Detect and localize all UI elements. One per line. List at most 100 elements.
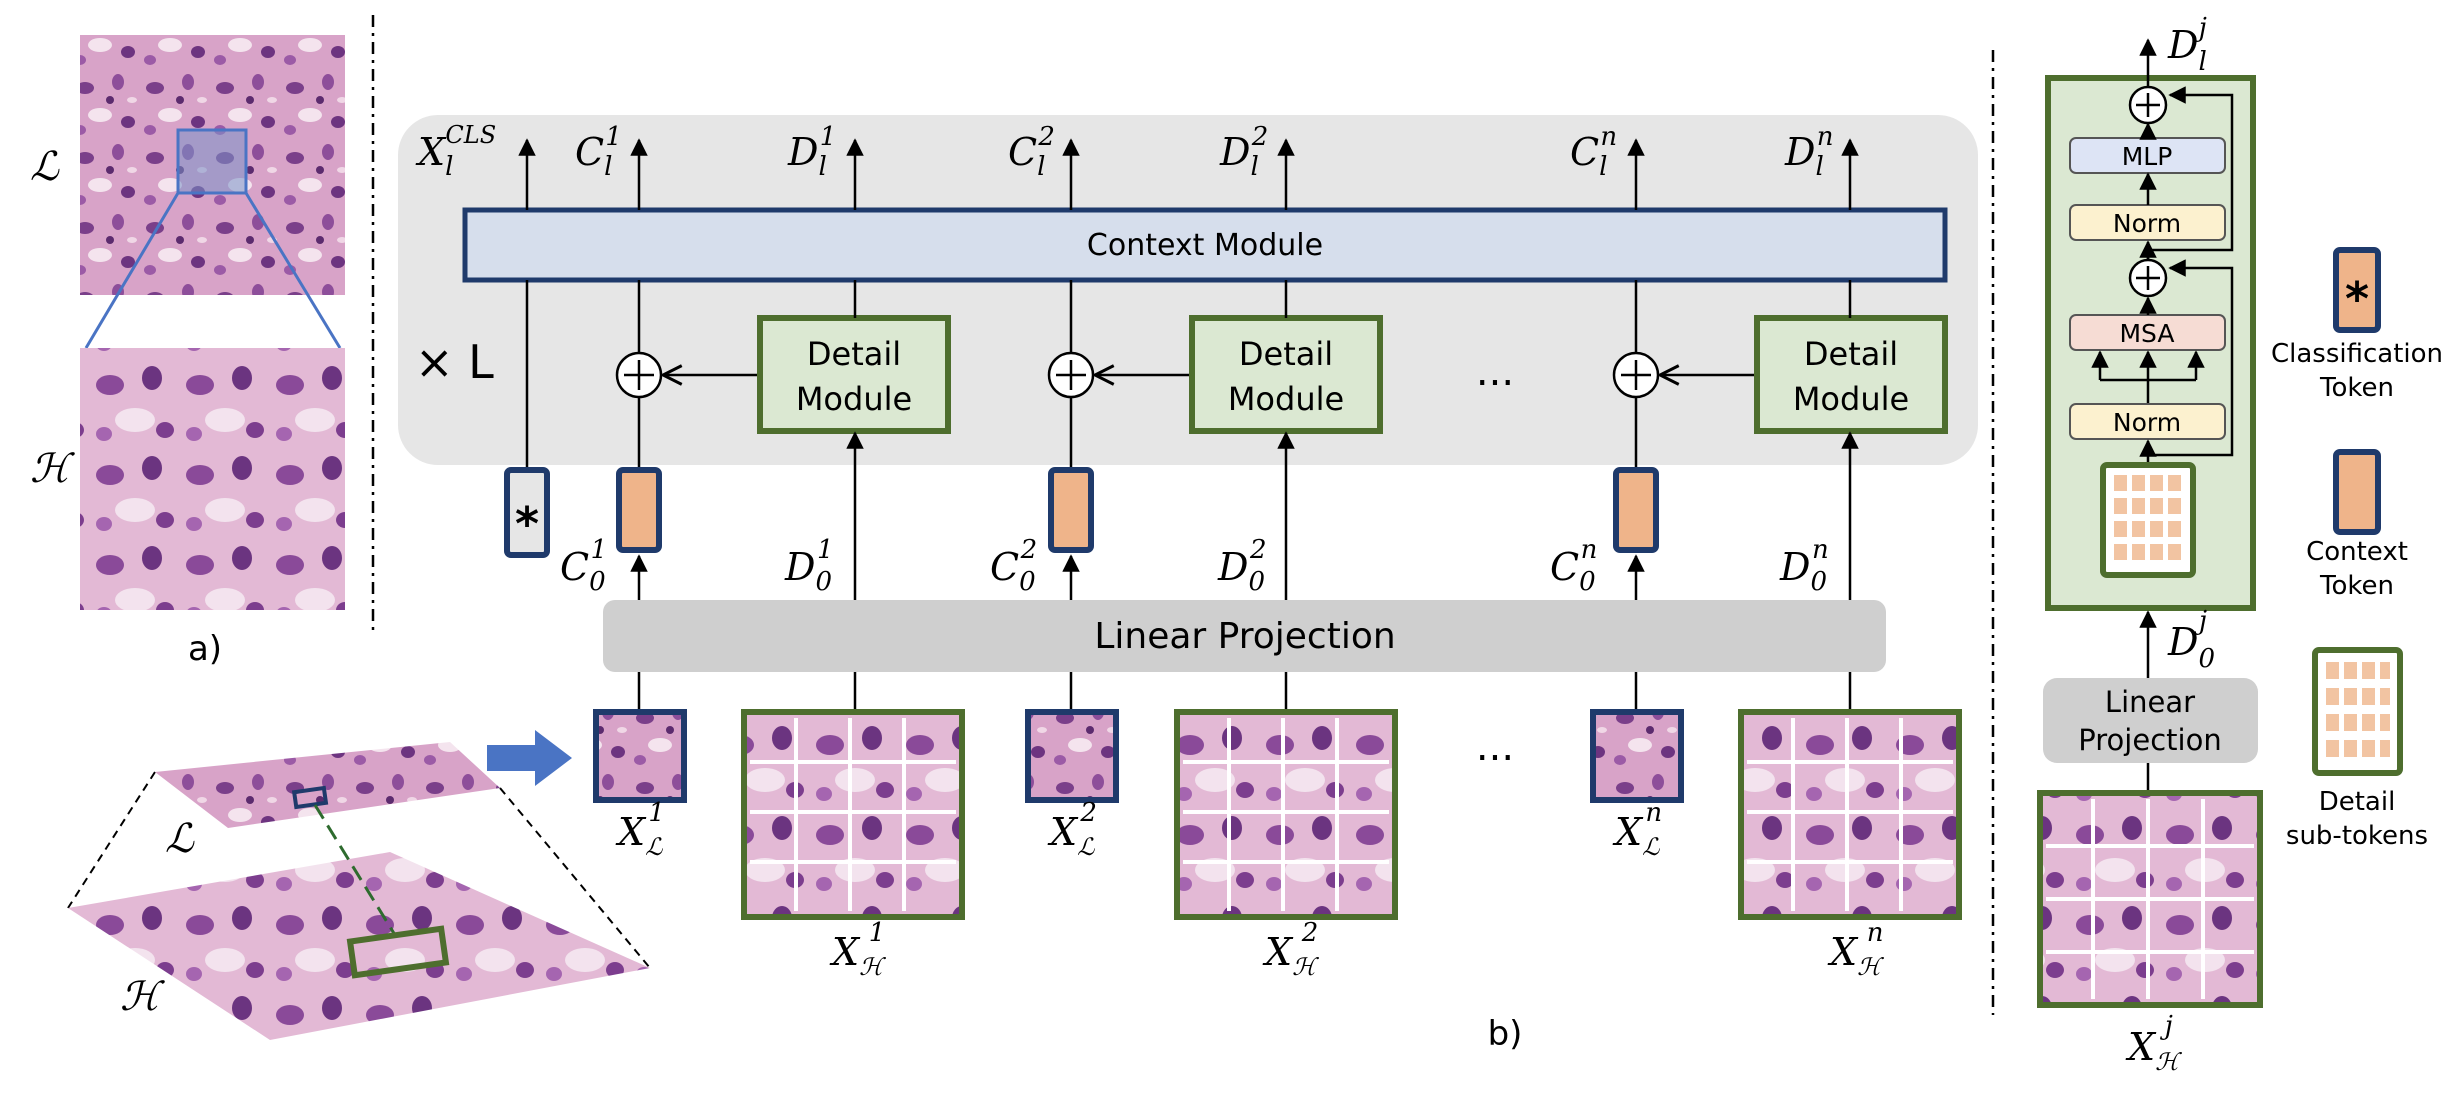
- high-patch-1: [741, 709, 965, 920]
- low-patch-1: [593, 709, 687, 803]
- c-linear-projection-2: Projection: [2078, 723, 2221, 757]
- out-label-c2: Cl2: [1008, 122, 1055, 182]
- c-linear-projection: [2043, 678, 2258, 763]
- transformer-block-panel: [398, 115, 1978, 465]
- legend: * Classification Token Context Token Det…: [2271, 247, 2443, 851]
- mid-label-cn: C0n: [1550, 535, 1597, 597]
- low-label-n: Xℒn: [1612, 798, 1662, 861]
- top-outputs: XlCLS Cl1 Dl1 Cl2 Dl2 Cln Dln: [415, 121, 1859, 210]
- pyramid-edge-left: [67, 771, 156, 909]
- context-module: [462, 207, 1948, 283]
- panel-a-high-label: ℋ: [30, 446, 75, 492]
- panel-a-caption: a): [188, 629, 222, 669]
- ellipsis-middle: ...: [1476, 349, 1514, 395]
- high-patch-n: [1738, 709, 1962, 920]
- out-label-d2: Dl2: [1219, 122, 1268, 182]
- low-label-2: Xℒ2: [1047, 798, 1097, 861]
- c-subtokens-grid: [2114, 475, 2181, 560]
- legend-cls-star: *: [2345, 272, 2369, 326]
- pyramid-low-box: [291, 785, 329, 810]
- c-out-label: Dlj: [2167, 13, 2207, 77]
- legend-cls-label-2: Token: [2319, 373, 2394, 403]
- c-msa-label: MSA: [2119, 319, 2174, 348]
- detail-module-1: [757, 315, 951, 434]
- mid-label-dn: D0n: [1779, 535, 1829, 597]
- linear-projection-bar: [603, 600, 1886, 672]
- pyramid-low-label: ℒ: [165, 816, 195, 862]
- cls-token-star: *: [515, 497, 539, 551]
- high-patch-n-image: [1738, 709, 1962, 920]
- detail-module-n-label-2: Module: [1793, 380, 1909, 418]
- c-high-patch-grid: [2046, 799, 2254, 999]
- panel-a-low-label: ℒ: [30, 144, 60, 190]
- high-patch-2-image: [1174, 709, 1398, 920]
- detail-module-1-label-1: Detail: [807, 335, 901, 373]
- detail-module-n-label-1: Detail: [1804, 335, 1898, 373]
- panel-a-zoom-box: [176, 128, 248, 195]
- low-label-1: Xℒ1: [615, 798, 665, 861]
- pyramid-dashed-link: [313, 804, 397, 936]
- pyramid-to-patches-arrow: [487, 730, 572, 786]
- legend-context-token: [2333, 449, 2381, 535]
- repeat-label: × L: [415, 335, 494, 389]
- group-1: Detail Module: [615, 280, 951, 600]
- high-patch-1-grid: [750, 718, 956, 911]
- c1-token: [616, 467, 662, 553]
- c-residual-bottom: [2148, 259, 2234, 457]
- high-patch-1-image: [741, 709, 965, 920]
- panel-a-zoom-line-left: [84, 192, 180, 349]
- out-label-cls: XlCLS: [415, 121, 496, 182]
- c-norm-bottom-label: Norm: [2113, 408, 2181, 437]
- high-label-n: Xℋn: [1827, 918, 1884, 981]
- legend-detail-label-2: sub-tokens: [2286, 821, 2428, 851]
- out-label-c1: Cl1: [575, 122, 622, 182]
- c-patch-label: Xℋj: [2125, 1011, 2182, 1076]
- c-mlp-label: MLP: [2122, 142, 2173, 171]
- mid-label-c1: C01: [560, 535, 607, 597]
- low-patch-2: [1025, 709, 1119, 803]
- c-linear-projection-1: Linear: [2105, 685, 2195, 719]
- cls-token: [504, 467, 550, 558]
- high-patch-2-grid: [1183, 718, 1389, 911]
- legend-detail-grid: [2326, 662, 2390, 757]
- c2-token: [1048, 467, 1094, 553]
- group-2: Detail Module: [1047, 280, 1383, 600]
- ellipsis-bottom: ...: [1476, 724, 1514, 770]
- high-patch-n-grid: [1747, 718, 1953, 911]
- legend-detail-label-1: Detail: [2319, 787, 2396, 817]
- c-norm-bottom-box: [2069, 403, 2226, 440]
- legend-context-label-2: Token: [2319, 571, 2394, 601]
- legend-cls-label-1: Classification: [2271, 339, 2443, 369]
- mid-label-c2: C02: [990, 535, 1037, 597]
- linear-projection-label: Linear Projection: [1094, 616, 1395, 657]
- high-label-1: Xℋ1: [829, 918, 886, 981]
- c-in-label: D0j: [2167, 606, 2215, 674]
- patch-labels: Xℒ1 Xℒ2 Xℒn Xℋ1 Xℋ2 Xℋn: [615, 798, 1884, 981]
- cn-token: [1613, 467, 1659, 553]
- detail-module-2: [1189, 315, 1383, 434]
- panel-b-caption: b): [1488, 1014, 1523, 1054]
- pyramid-low-layer: [155, 742, 500, 828]
- out-label-cn: Cln: [1570, 122, 1617, 182]
- pyramid-edge-right: [499, 787, 651, 969]
- context-module-label: Context Module: [1087, 228, 1323, 263]
- panel-a-zoom-line-right: [244, 192, 342, 349]
- c-high-patch: [2037, 790, 2263, 1008]
- c-norm-top-label: Norm: [2113, 209, 2181, 238]
- out-label-d1: Dl1: [787, 122, 836, 182]
- detail-module-1-label-2: Module: [796, 380, 912, 418]
- mid-labels: C01 D01 C02 D02 C0n D0n: [560, 535, 1829, 597]
- pyramid-illustration: ℒ ℋ: [67, 742, 651, 1040]
- detail-module-2-label-2: Module: [1228, 380, 1344, 418]
- pyramid-high-box: [346, 925, 450, 979]
- mid-label-d2: D02: [1217, 535, 1267, 597]
- pyramid-high-label: ℋ: [120, 974, 165, 1020]
- panel-a-high-res-image: [80, 348, 345, 610]
- legend-context-label-1: Context: [2306, 537, 2408, 567]
- high-label-2: Xℋ2: [1262, 918, 1319, 981]
- group-n: Detail Module: [1612, 280, 1948, 600]
- detail-module-2-label-1: Detail: [1239, 335, 1333, 373]
- legend-cls-token: [2333, 247, 2381, 333]
- high-patch-2: [1174, 709, 1398, 920]
